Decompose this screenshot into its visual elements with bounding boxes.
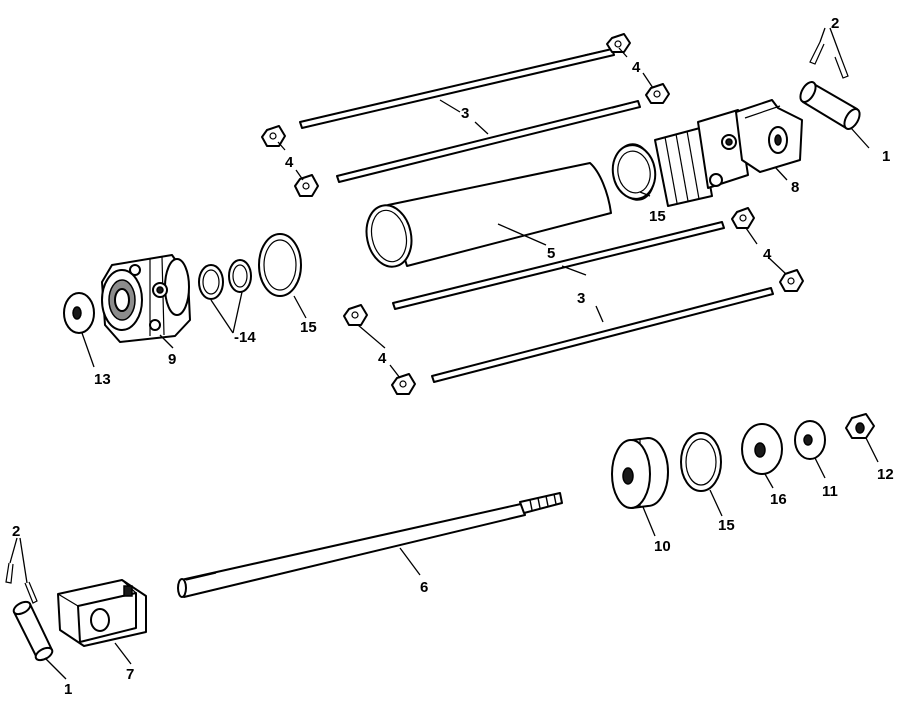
callout-11: 11 xyxy=(822,483,838,500)
nut-4-mid-b xyxy=(391,373,416,395)
callout-14: -14 xyxy=(234,329,256,346)
callout-4-right: 4 xyxy=(763,246,772,263)
washer-11 xyxy=(794,420,826,460)
callout-8: 8 xyxy=(791,179,799,196)
o-ring-15-rear xyxy=(611,144,657,200)
callout-4-left: 4 xyxy=(285,154,294,171)
callout-15-left: 15 xyxy=(300,319,317,336)
piston-rod-6 xyxy=(177,492,563,598)
nut-4-right-a xyxy=(731,207,755,229)
callout-7: 7 xyxy=(126,666,134,683)
clevis-pin-1-top xyxy=(799,81,861,130)
clevis-pin-1-bottom xyxy=(12,600,54,662)
callout-4-mid: 4 xyxy=(378,350,387,367)
callout-3-bottom: 3 xyxy=(577,290,585,307)
tie-rod-lower-2 xyxy=(431,287,774,383)
callout-9: 9 xyxy=(168,351,176,368)
o-ring-15-piston xyxy=(680,432,722,492)
nut-4-top-right-a xyxy=(606,33,631,53)
callout-3-top: 3 xyxy=(461,105,469,122)
nut-4-top-right-b xyxy=(645,83,670,104)
nut-4-mid-a xyxy=(343,304,368,326)
cotter-pin-2-top-b xyxy=(834,54,849,79)
callout-15-rear: 15 xyxy=(649,208,666,225)
tie-rod-upper-1 xyxy=(299,48,615,129)
callout-1-top: 1 xyxy=(882,148,890,165)
nut-12 xyxy=(845,413,875,439)
washer-13 xyxy=(63,292,95,334)
nut-4-left-a xyxy=(261,125,286,147)
o-ring-15-left xyxy=(258,233,302,297)
front-end-cap xyxy=(101,254,191,343)
packing-ring-14b xyxy=(228,259,252,293)
callout-12: 12 xyxy=(877,466,894,483)
callout-6: 6 xyxy=(420,579,428,596)
cotter-pin-2-top-a xyxy=(809,41,825,65)
cotter-pin-2-bottom-a xyxy=(5,562,14,584)
callout-10: 10 xyxy=(654,538,671,555)
cotter-pin-2-bottom-b xyxy=(24,581,38,604)
nut-4-left-b xyxy=(294,174,319,197)
packing-ring-14a xyxy=(198,264,224,300)
callout-16: 16 xyxy=(770,491,787,508)
piston-10 xyxy=(611,437,669,509)
callout-4-top-right: 4 xyxy=(632,59,641,76)
washer-16 xyxy=(741,423,783,475)
cylinder-barrel xyxy=(365,162,612,268)
callout-15-piston: 15 xyxy=(718,517,735,534)
callout-2-bottom: 2 xyxy=(12,523,20,540)
leader-lines xyxy=(9,27,879,680)
front-clevis-7 xyxy=(57,579,147,647)
callout-13: 13 xyxy=(94,371,111,388)
tie-rod-upper-2 xyxy=(336,100,641,183)
callout-1-bottom: 1 xyxy=(64,681,72,698)
callout-5: 5 xyxy=(547,245,555,262)
callout-2-top: 2 xyxy=(831,15,839,32)
nut-4-right-b xyxy=(779,269,804,292)
tie-rod-lower-1 xyxy=(392,221,725,310)
